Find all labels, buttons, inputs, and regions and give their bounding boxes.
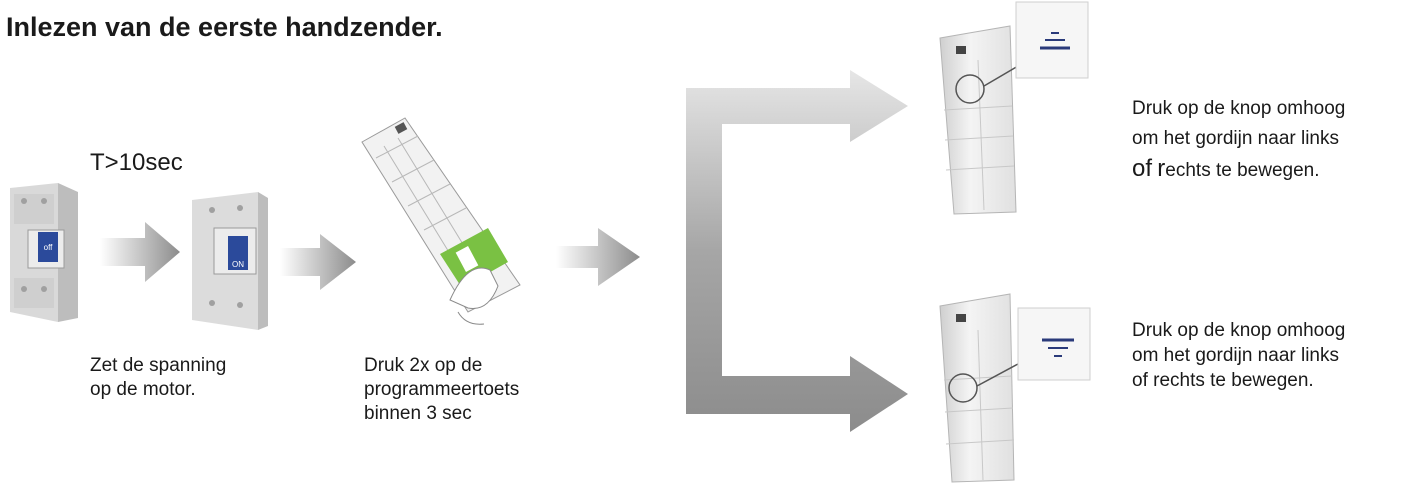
switch-on-label: ON — [232, 260, 244, 269]
zoom-down-button-icon — [1018, 308, 1090, 380]
arrow-right-icon — [100, 222, 180, 282]
zoom-up-button-icon — [1016, 2, 1088, 78]
remote-down-icon — [940, 294, 1090, 482]
caption-line: of rechts te bewegen. — [1132, 154, 1345, 186]
caption-power: Zet de spanning op de motor. — [90, 354, 226, 402]
caption-up: Druk op de knop omhoog om het gordijn na… — [1132, 94, 1345, 186]
split-bracket-icon — [686, 70, 908, 432]
arrow-right-icon — [280, 234, 356, 290]
caption-line: op de motor. — [90, 378, 226, 402]
remote-up-icon — [940, 2, 1088, 214]
arrow-right-icon — [556, 228, 640, 286]
caption-line: om het gordijn naar links — [1132, 124, 1345, 154]
caption-line: Druk 2x op de — [364, 354, 519, 378]
caption-down: Druk op de knop omhoog om het gordijn na… — [1132, 318, 1345, 393]
caption-line: programmeertoets — [364, 378, 519, 402]
switch-on-icon: ON — [192, 192, 268, 330]
caption-fragment: of — [1132, 155, 1152, 182]
caption-line: of rechts te bewegen. — [1132, 368, 1345, 393]
switch-off-label: off — [44, 243, 54, 252]
caption-program: Druk 2x op de programmeertoets binnen 3 … — [364, 354, 519, 426]
programmer-remote-icon — [362, 118, 520, 324]
caption-line: Druk op de knop omhoog — [1132, 94, 1345, 124]
switch-off-icon: off — [10, 183, 78, 322]
caption-line: Zet de spanning — [90, 354, 226, 378]
caption-line: Druk op de knop omhoog — [1132, 318, 1345, 343]
caption-line: om het gordijn naar links — [1132, 343, 1345, 368]
caption-fragment: echts te bewegen. — [1165, 160, 1319, 181]
caption-line: binnen 3 sec — [364, 402, 519, 426]
